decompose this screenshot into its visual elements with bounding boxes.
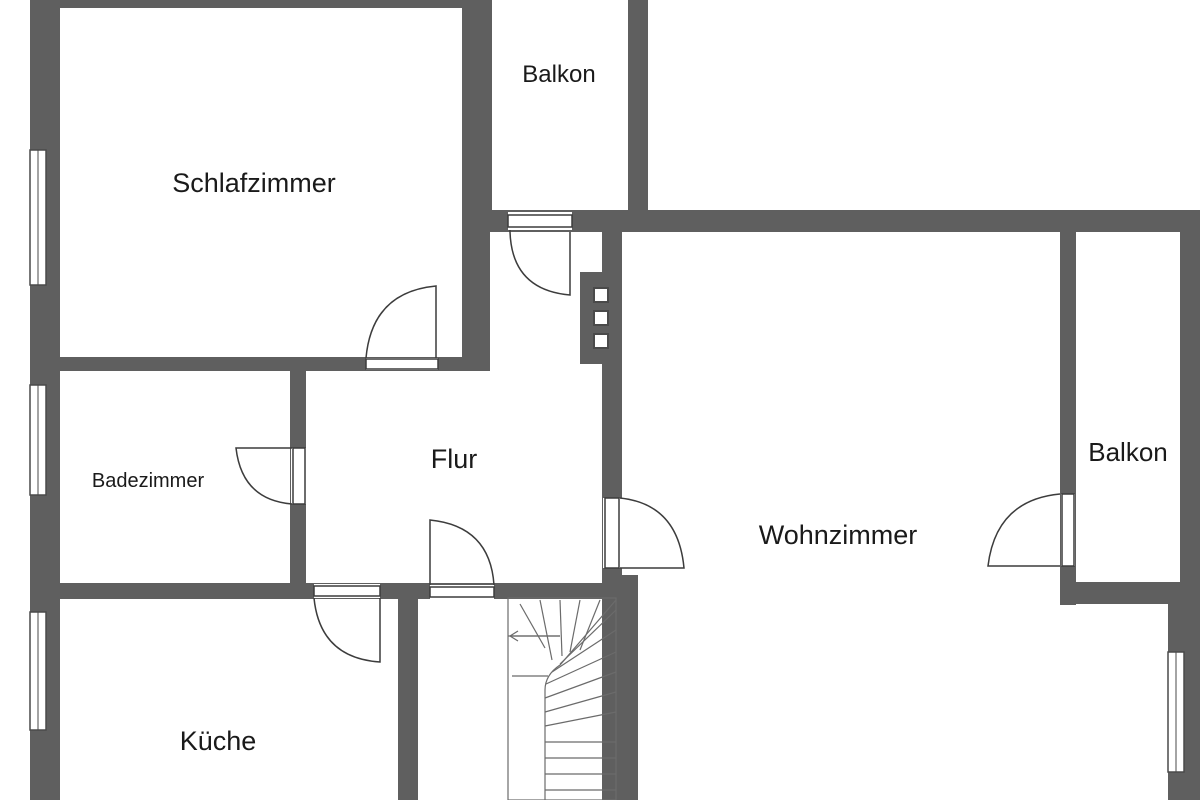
label-flur: Flur — [431, 444, 478, 474]
shaft-2 — [593, 310, 609, 326]
staircase — [507, 597, 617, 800]
door-balkon-right-arc — [987, 493, 1061, 567]
wall-stair-right — [620, 575, 638, 800]
door-badezimmer-arc — [235, 447, 293, 505]
door-kueche-arc — [313, 597, 381, 663]
doors — [235, 212, 1075, 663]
stair-arrow-icon — [508, 630, 560, 642]
door-balkon-top — [507, 214, 573, 228]
label-kueche: Küche — [180, 726, 257, 756]
shaft-3 — [593, 333, 609, 349]
label-wohnzimmer: Wohnzimmer — [759, 520, 918, 550]
door-flur-stair-arc — [429, 519, 495, 586]
label-balkon-top: Balkon — [522, 61, 595, 88]
door-wohnzimmer-arc — [619, 497, 685, 569]
windows — [29, 149, 1185, 773]
wall-balkon-right-bottom — [1060, 582, 1200, 604]
label-schlafzimmer: Schlafzimmer — [172, 168, 336, 198]
door-schlafzimmer-arc — [365, 285, 437, 359]
door-balkon-top-arc — [509, 230, 571, 296]
wall-balkon-top-left — [482, 0, 492, 215]
shaft-1 — [593, 287, 609, 303]
walls — [30, 0, 1200, 800]
wall-top-left — [30, 0, 490, 8]
label-balkon-right: Balkon — [1088, 437, 1168, 467]
door-badezimmer — [292, 447, 306, 505]
door-kueche — [313, 585, 381, 597]
chimney-shaft — [580, 272, 622, 364]
door-flur-stair — [429, 586, 495, 598]
wall-top-center — [482, 210, 1200, 232]
label-badezimmer: Badezimmer — [92, 470, 205, 492]
wall-kueche-right — [398, 595, 418, 800]
door-balkon-right — [1061, 493, 1075, 567]
door-wohnzimmer — [604, 497, 620, 569]
wall-right-exterior — [1180, 230, 1200, 584]
door-schlafzimmer — [365, 358, 439, 370]
wall-balkon-top-right — [628, 0, 648, 215]
room-labels: Balkon Schlafzimmer Badezimmer Flur Wohn… — [92, 61, 1168, 756]
